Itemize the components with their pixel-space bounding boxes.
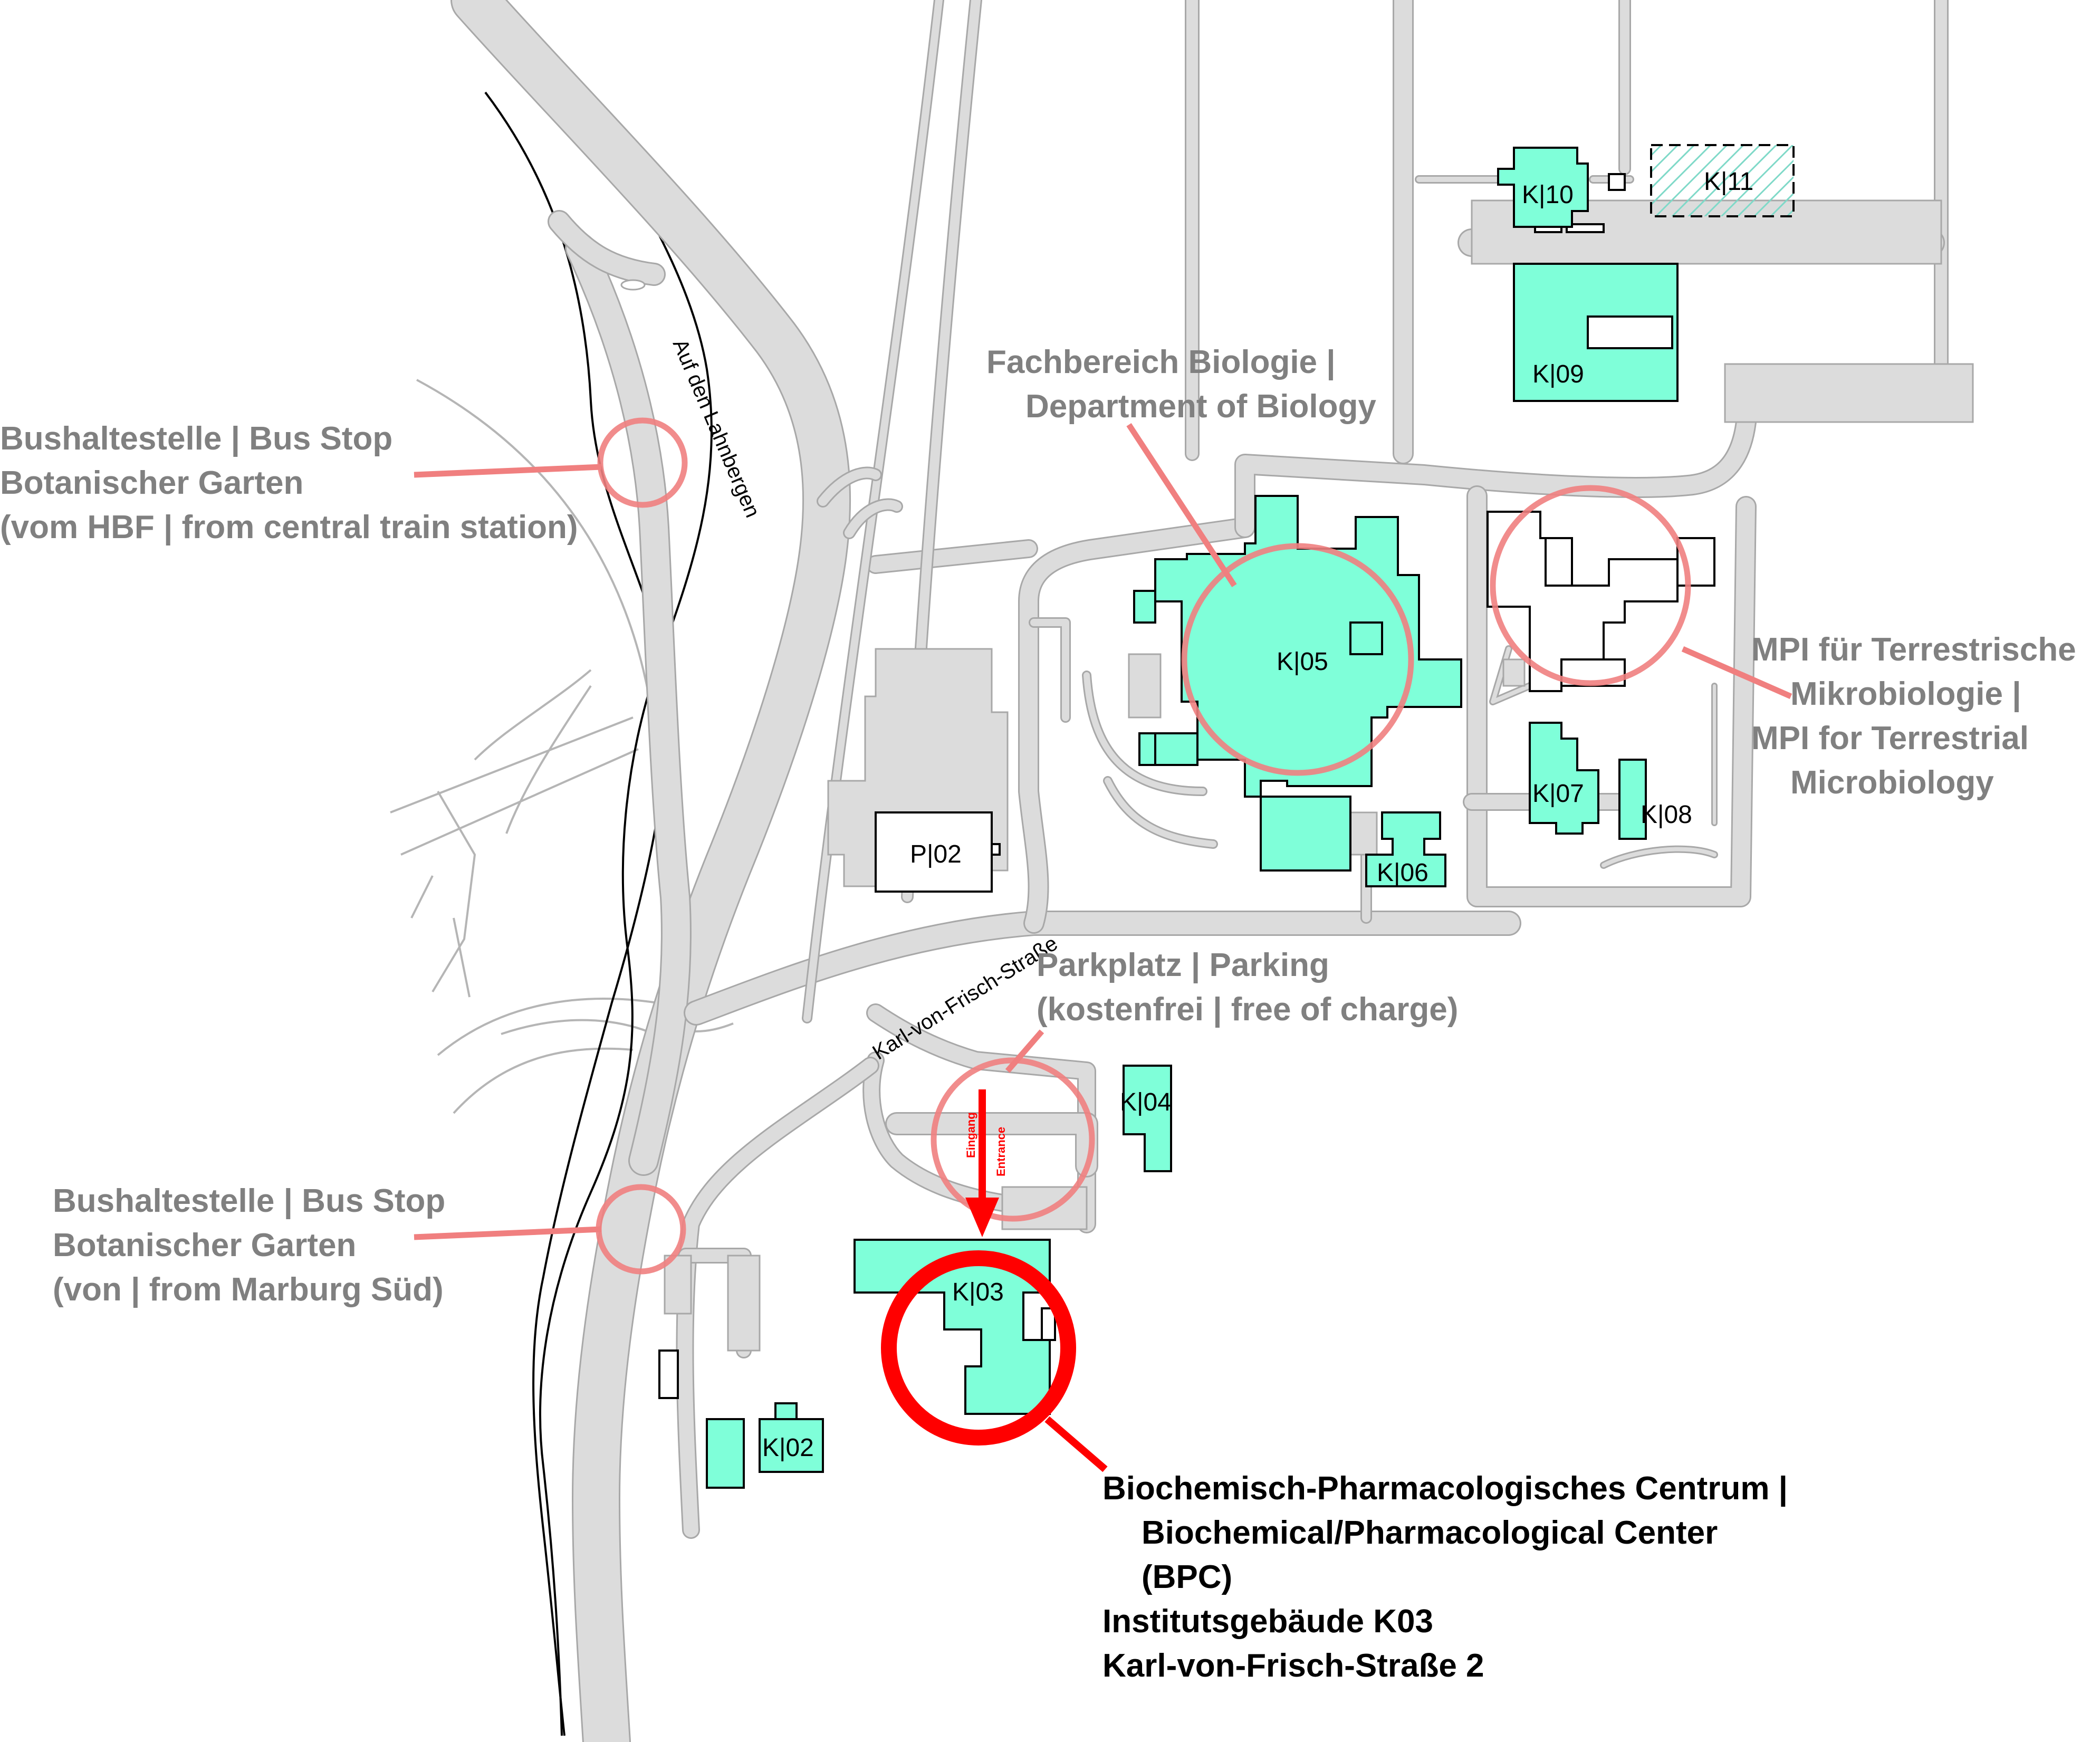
- ring-bus-south[interactable]: [596, 1184, 686, 1275]
- callout-bus-south-line3: (von | from Marburg Süd): [53, 1271, 444, 1308]
- ring-bpc[interactable]: [881, 1250, 1076, 1446]
- callout-parking: Parkplatz | Parking (kostenfrei | free o…: [1037, 943, 1458, 1032]
- callout-bpc-line1: Biochemisch-Pharmacologisches Centrum |: [1102, 1470, 1788, 1507]
- leader-bus-south: [414, 1226, 602, 1240]
- callout-bus-north: Bushaltestelle | Bus Stop Botanischer Ga…: [0, 417, 578, 550]
- road-lahnbergen: [450, 0, 851, 1742]
- building-k10[interactable]: [1497, 147, 1589, 228]
- building-k08[interactable]: [1618, 759, 1647, 840]
- leader-bpc: [1044, 1416, 1108, 1472]
- railway: [484, 75, 713, 1736]
- entrance-arrow-head: [965, 1198, 999, 1237]
- callout-bpc-line3: (BPC): [1142, 1559, 1233, 1595]
- callout-bus-north-line2: Botanischer Garten: [0, 465, 304, 501]
- road-label-lahnbergen: Auf den Lahnbergen: [668, 336, 764, 521]
- ring-biology[interactable]: [1181, 543, 1414, 776]
- leader-biology: [1126, 423, 1237, 588]
- ring-parking[interactable]: [931, 1057, 1095, 1222]
- callout-mpi-line2: Mikrobiologie |: [1790, 676, 2021, 712]
- building-label-k11: K|11: [1704, 168, 1753, 196]
- callout-bpc-line5: Karl-von-Frisch-Straße 2: [1102, 1648, 1484, 1684]
- grey-structures: [664, 199, 1942, 1352]
- callout-mpi-line4: Microbiology: [1790, 764, 1994, 801]
- building-p02[interactable]: [875, 811, 993, 893]
- building-label-k07: K|07: [1532, 780, 1584, 808]
- entrance-label-en: Entrance: [994, 1127, 1008, 1176]
- callout-bus-north-line3: (vom HBF | from central train station): [0, 509, 578, 545]
- callout-mpi: MPI für Terrestrische Mikrobiologie | MP…: [1751, 628, 2076, 805]
- callout-bus-south: Bushaltestelle | Bus Stop Botanischer Ga…: [53, 1179, 445, 1312]
- building-label-k09: K|09: [1532, 360, 1584, 388]
- callout-bpc: Biochemisch-Pharmacologisches Centrum | …: [1102, 1467, 1788, 1688]
- building-label-k08: K|08: [1641, 801, 1692, 829]
- callout-bus-north-line1: Bushaltestelle | Bus Stop: [0, 420, 393, 457]
- building-label-k02: K|02: [762, 1434, 814, 1462]
- building-label-k10: K|10: [1522, 181, 1574, 209]
- building-k06[interactable]: [1365, 811, 1446, 887]
- callout-biology-line1: Fachbereich Biologie |: [986, 344, 1336, 380]
- callout-mpi-line1: MPI für Terrestrische: [1751, 631, 2076, 668]
- callout-bus-south-line1: Bushaltestelle | Bus Stop: [53, 1183, 446, 1219]
- leader-bus-north: [414, 464, 602, 478]
- callout-biology-line2: Department of Biology: [1025, 388, 1376, 425]
- callout-bpc-line4: Institutsgebäude K03: [1102, 1603, 1433, 1640]
- highlight-markers: [414, 417, 1792, 1472]
- callout-bus-south-line2: Botanischer Garten: [53, 1227, 357, 1264]
- building-k07[interactable]: [1529, 722, 1599, 835]
- building-label-k06: K|06: [1377, 859, 1428, 887]
- building-label-k05: K|05: [1277, 648, 1328, 676]
- leader-parking: [1005, 1029, 1044, 1073]
- entrance-label-de: Eingang: [964, 1112, 977, 1158]
- building-k02[interactable]: [706, 1418, 745, 1489]
- callout-parking-line2: (kostenfrei | free of charge): [1037, 991, 1459, 1028]
- building-label-k04: K|04: [1120, 1088, 1172, 1116]
- callout-bpc-line2: Biochemical/Pharmacological Center: [1142, 1515, 1718, 1551]
- callout-biology: Fachbereich Biologie | Department of Bio…: [986, 340, 1376, 429]
- callout-mpi-line3: MPI for Terrestrial: [1751, 720, 2029, 757]
- ring-mpi[interactable]: [1490, 485, 1691, 686]
- building-label-k03: K|03: [952, 1278, 1004, 1306]
- building-k11[interactable]: [1650, 144, 1795, 217]
- building-label-p02: P|02: [910, 840, 962, 868]
- building-k04[interactable]: [1123, 1065, 1172, 1172]
- leader-mpi: [1681, 646, 1792, 700]
- callout-parking-line1: Parkplatz | Parking: [1037, 947, 1329, 983]
- ring-bus-north[interactable]: [597, 417, 688, 508]
